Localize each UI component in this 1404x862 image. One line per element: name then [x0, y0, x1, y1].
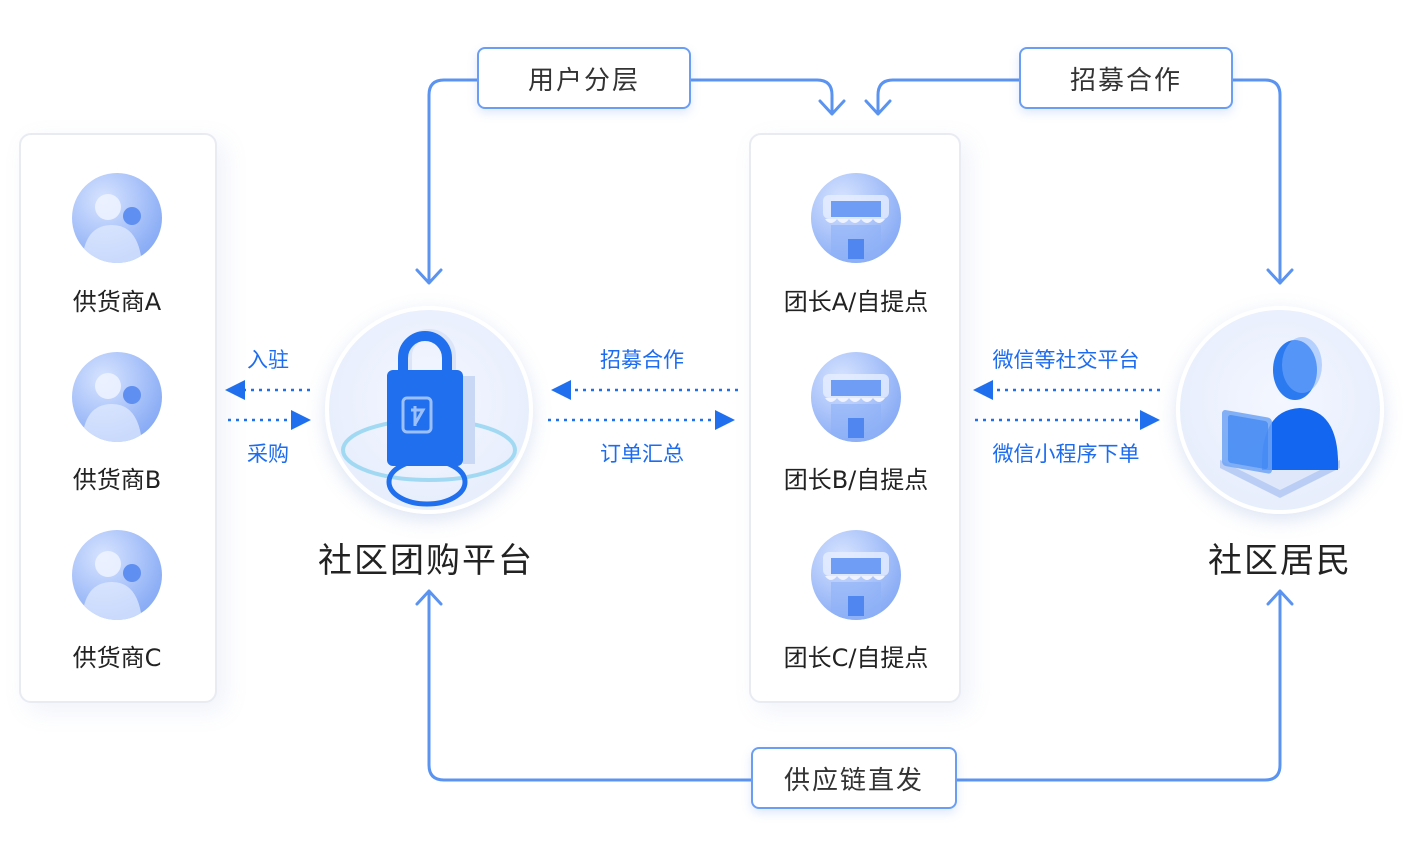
storefront-icon	[811, 352, 901, 442]
supplier-label: 供货商B	[72, 466, 162, 494]
arrowhead-down	[1266, 268, 1294, 285]
platform-label: 社区团购平台	[318, 541, 534, 581]
arrowhead-down	[864, 99, 892, 116]
arrowhead-up	[415, 589, 443, 606]
leader-label: 团长C/自提点	[783, 644, 929, 672]
storefront-icon	[811, 530, 901, 620]
edge-label-supplier-out: 采购	[247, 442, 289, 466]
flow-label-supply-chain: 供应链直发	[751, 747, 957, 809]
user-avatar-icon	[72, 352, 162, 442]
user-avatar-icon	[72, 530, 162, 620]
residents-node	[1176, 306, 1384, 514]
residents-label: 社区居民	[1208, 541, 1352, 581]
edge-label-leader-out: 订单汇总	[600, 442, 684, 466]
edge-label-leader-in: 招募合作	[600, 348, 684, 372]
lock-bag-icon	[341, 329, 517, 507]
user-computer-icon	[1220, 337, 1340, 498]
flow-label-recruit: 招募合作	[1019, 47, 1233, 109]
storefront-icon	[811, 173, 901, 263]
supplier-label: 供货商C	[72, 644, 162, 672]
leader-label: 团长A/自提点	[783, 288, 929, 316]
edge-label-supplier-in: 入驻	[247, 348, 289, 372]
leader-label: 团长B/自提点	[783, 466, 929, 494]
edge-label-resident-in: 微信等社交平台	[992, 348, 1140, 372]
supplier-label: 供货商A	[72, 288, 162, 316]
arrowhead-down	[818, 99, 846, 116]
arrowhead-up	[1266, 589, 1294, 606]
edge-label-resident-out: 微信小程序下单	[992, 442, 1140, 466]
platform-node	[325, 306, 533, 514]
flow-label-user-layer: 用户分层	[477, 47, 691, 109]
user-avatar-icon	[72, 173, 162, 263]
arrowhead-down	[415, 268, 443, 285]
